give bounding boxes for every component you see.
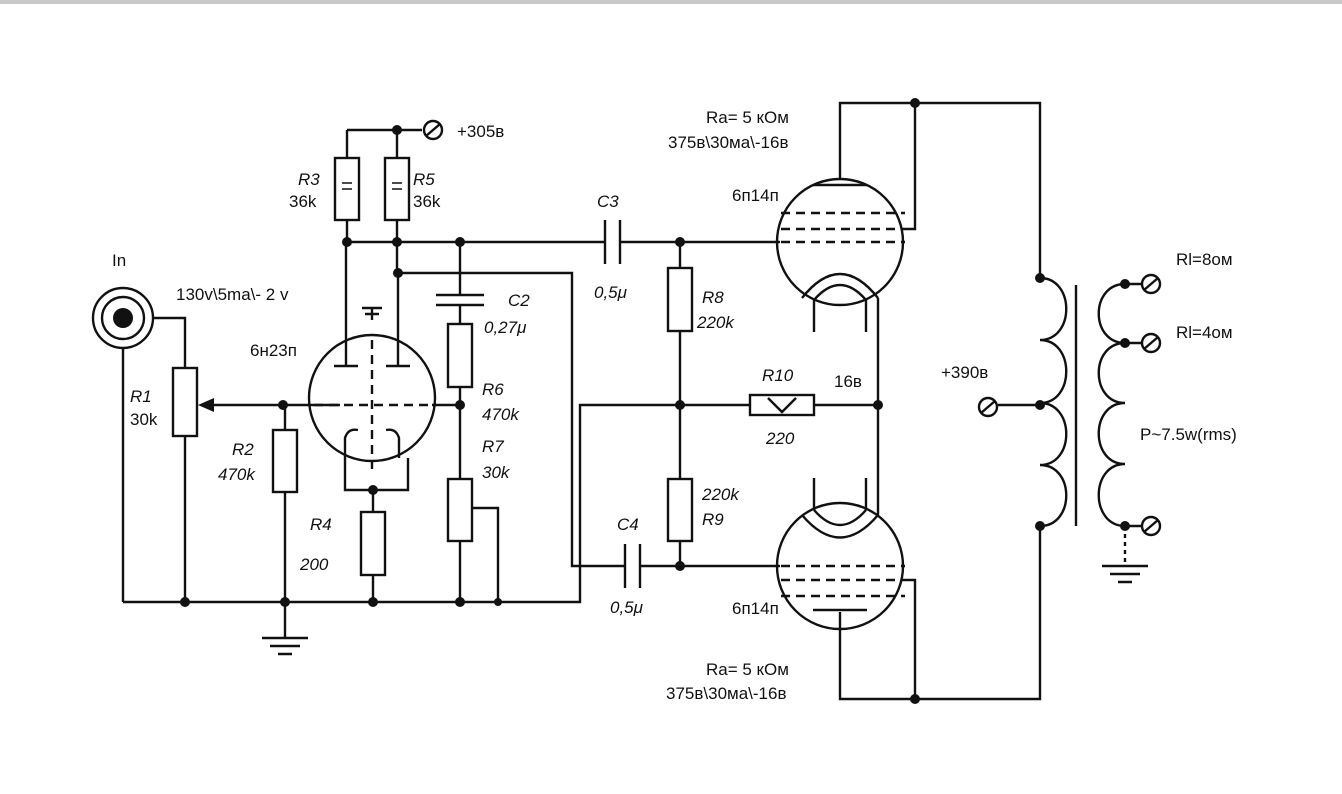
- lower-operating-label: 375в\30ма\-16в: [666, 684, 787, 703]
- top-border: [0, 0, 1342, 4]
- c4-capacitor: [623, 544, 642, 588]
- out-common-terminal[interactable]: [1140, 515, 1162, 537]
- c4-value: 0,5μ: [610, 598, 644, 617]
- r6-name: R6: [482, 380, 504, 399]
- input-label: In: [112, 251, 126, 270]
- upper-output-pentode: [775, 101, 917, 405]
- r5-value: 36k: [413, 192, 441, 211]
- v1-double-triode: [307, 306, 437, 492]
- lower-ra-label: Ra= 5 кОм: [706, 660, 789, 679]
- lower-tube-type-label: 6п14п: [732, 599, 779, 618]
- r4-name: R4: [310, 515, 332, 534]
- input-jack[interactable]: [91, 286, 155, 350]
- ground-rail: [123, 403, 685, 604]
- upper-tube-type-label: 6п14п: [732, 186, 779, 205]
- r7-name: R7: [482, 437, 504, 456]
- lower-plate-to-transformer: [915, 526, 1042, 701]
- r2-resistor: [271, 405, 299, 602]
- r3-resistor: [333, 130, 361, 240]
- r10-resistor: [680, 393, 878, 417]
- r4-value: 200: [299, 555, 329, 574]
- r5-resistor: [383, 130, 411, 273]
- power-label: P~7.5w(rms): [1140, 425, 1237, 444]
- b-plus-390-label: +390в: [941, 363, 988, 382]
- c2-capacitor: [436, 242, 484, 324]
- r9-resistor: [666, 477, 694, 566]
- output-ground-symbol: [1102, 526, 1148, 584]
- b-plus-390-terminal[interactable]: [977, 396, 999, 418]
- v1-operating-label: 130v\5ma\- 2 v: [176, 285, 289, 304]
- r2-name: R2: [232, 440, 254, 459]
- out-8ohm-label: Rl=8ом: [1176, 250, 1233, 269]
- r2-value: 470k: [218, 465, 256, 484]
- b-plus-305-terminal[interactable]: [422, 119, 444, 141]
- r1-name: R1: [130, 387, 152, 406]
- b-plus-305-label: +305в: [457, 122, 504, 141]
- r1-potentiometer: [171, 366, 283, 602]
- out-4ohm-label: Rl=4ом: [1176, 323, 1233, 342]
- r9-name: R9: [702, 510, 724, 529]
- r8-resistor: [666, 242, 694, 479]
- c3-value: 0,5μ: [594, 283, 628, 302]
- r3-name: R3: [298, 170, 320, 189]
- upper-plate-to-transformer: [915, 101, 1042, 278]
- r3-value: 36k: [289, 192, 317, 211]
- c2-name: C2: [508, 291, 530, 310]
- c3-name: C3: [597, 192, 619, 211]
- upper-ra-label: Ra= 5 кОм: [706, 108, 789, 127]
- r8-name: R8: [702, 288, 724, 307]
- r7-value: 30k: [482, 463, 511, 482]
- junction-dots: [180, 98, 1130, 704]
- v1-right-plate-rail: [398, 271, 625, 568]
- r5-name: R5: [413, 170, 435, 189]
- upper-operating-label: 375в\30ма\-16в: [668, 133, 789, 152]
- output-transformer: [1039, 276, 1126, 528]
- r6-value: 470k: [482, 405, 520, 424]
- input-signal-wire: [153, 316, 187, 368]
- r7-potentiometer: [446, 477, 500, 602]
- v1-type-label: 6н23п: [250, 341, 297, 360]
- c2-value: 0,27μ: [484, 318, 527, 337]
- r8-value: 220k: [696, 313, 735, 332]
- r1-value: 30k: [130, 410, 158, 429]
- bias-voltage-label: 16в: [834, 372, 862, 391]
- lower-output-pentode: [775, 405, 917, 701]
- r10-name: R10: [762, 366, 794, 385]
- r4-resistor: [359, 490, 387, 602]
- r10-value: 220: [765, 429, 795, 448]
- out-4ohm-terminal[interactable]: [1140, 332, 1162, 354]
- c3-capacitor: [603, 220, 622, 264]
- c4-name: C4: [617, 515, 639, 534]
- out-8ohm-terminal[interactable]: [1140, 273, 1162, 295]
- r9-value: 220k: [701, 485, 740, 504]
- ground-symbol: [262, 602, 308, 656]
